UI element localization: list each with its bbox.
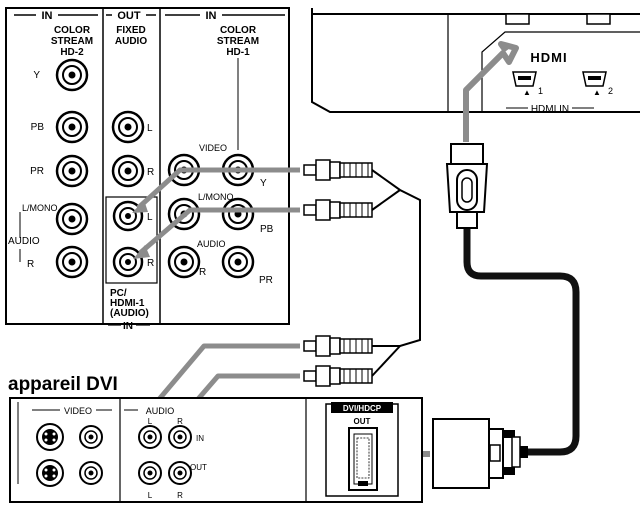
jack-hd2-pb[interactable] xyxy=(55,110,89,144)
jack-pc-audio-l[interactable] xyxy=(112,200,144,232)
jack-audio-r-right[interactable] xyxy=(167,245,201,279)
dvi-plug xyxy=(432,418,528,489)
rca-plug-bottom-2 xyxy=(303,365,373,387)
dvi-out-label: OUT xyxy=(354,417,371,426)
dvi-port[interactable] xyxy=(348,427,378,491)
audio-out-l-jack[interactable] xyxy=(138,461,162,485)
hdmi-logo: HDMI xyxy=(530,50,567,65)
hdmi-port-1[interactable] xyxy=(512,71,537,87)
hdmi-dvi-cable xyxy=(432,143,580,489)
rca-plug-top-2 xyxy=(303,199,373,221)
label-fixed-l: L xyxy=(147,123,153,134)
device-audio-l-top: L xyxy=(148,417,153,426)
hdmi-panel: HDMI ▲ 1 ▲ 2 HDMI IN xyxy=(311,8,640,115)
jack-hd2-pr[interactable] xyxy=(55,154,89,188)
dvi-hdcp-label: DVI/HDCP xyxy=(343,404,382,413)
label-pc-audio-r: R xyxy=(147,258,154,269)
hd2-title-2: STREAM xyxy=(51,36,93,47)
label-pr-right: PR xyxy=(259,275,273,286)
hdmi-port-1-arrow: ▲ xyxy=(523,88,531,97)
fixed-audio-title-2: AUDIO xyxy=(115,36,147,47)
label-r-right: R xyxy=(199,267,206,278)
fixed-audio-header: OUT xyxy=(117,10,141,22)
hd2-title-3: HD-2 xyxy=(60,47,84,58)
pc-hdmi-label-1: PC/ xyxy=(110,288,127,299)
jack-pc-audio-r[interactable] xyxy=(112,246,144,278)
arrow-rca-to-pc-r xyxy=(138,207,300,255)
device-audio-r-bottom: R xyxy=(177,491,183,500)
label-audio-right: AUDIO xyxy=(197,239,226,249)
jack-fixed-audio-r[interactable] xyxy=(111,154,145,188)
hdmi-port-2[interactable] xyxy=(582,71,607,87)
hdmi-in-label: HDMI IN xyxy=(531,104,569,115)
label-r-left: R xyxy=(27,259,34,270)
label-pr-left: PR xyxy=(30,166,44,177)
device-in-label: IN xyxy=(196,434,204,443)
label-pb-left: PB xyxy=(31,122,45,133)
dvi-device-panel: VIDEO AUDIO L R IN OUT L R DVI/HDCP xyxy=(9,397,423,503)
jack-audio-l-left[interactable] xyxy=(55,202,89,236)
hdmi-port-2-arrow: ▲ xyxy=(593,88,601,97)
hdmi-port-1-label: 1 xyxy=(538,86,543,96)
tv-back-panel: IN OUT IN COLOR STREAM HD-2 FIXED AUDIO … xyxy=(5,7,290,332)
arrow-rca-to-pc-l-head xyxy=(132,200,148,213)
pc-hdmi-label-2: HDMI-1 xyxy=(110,298,145,309)
rca-plug-bottom-1 xyxy=(303,335,373,357)
device-out-label: OUT xyxy=(190,463,207,472)
audio-in-l-jack[interactable] xyxy=(138,425,162,449)
fixed-audio-title-1: FIXED xyxy=(116,25,145,36)
device-audio-label: AUDIO xyxy=(146,406,175,416)
label-video: VIDEO xyxy=(199,143,227,153)
jack-hd2-y[interactable] xyxy=(55,58,89,92)
label-pc-audio-l: L xyxy=(147,212,153,223)
video-in-jack[interactable] xyxy=(79,425,103,449)
hd1-title-3: HD-1 xyxy=(226,47,250,58)
audio-out-r-jack[interactable] xyxy=(168,461,192,485)
pc-hdmi-label-3: (AUDIO) xyxy=(110,308,149,319)
label-fixed-r: R xyxy=(147,167,154,178)
device-audio-l-bottom: L xyxy=(148,491,153,500)
device-video-label: VIDEO xyxy=(64,406,92,416)
hd2-header: IN xyxy=(42,10,53,22)
label-lmono-right: L/MONO xyxy=(198,192,234,202)
jack-hd1-pr[interactable] xyxy=(221,245,255,279)
hd2-title-1: COLOR xyxy=(54,25,91,36)
label-y-right: Y xyxy=(260,178,267,189)
hd1-title-1: COLOR xyxy=(220,25,257,36)
hdmi-port-2-label: 2 xyxy=(608,86,613,96)
rca-plug-top-1 xyxy=(303,159,373,181)
svideo-out-jack[interactable] xyxy=(36,459,64,487)
rca-audio-cable xyxy=(303,159,421,387)
jack-audio-r-left[interactable] xyxy=(55,245,89,279)
jack-fixed-audio-l[interactable] xyxy=(111,110,145,144)
arrow-rca-to-pc-l xyxy=(136,167,300,210)
hd1-header: IN xyxy=(206,10,217,22)
jack-hd1-pb[interactable] xyxy=(221,197,255,231)
arrow-hdmi-to-port xyxy=(463,41,519,142)
pc-hdmi-label-4: IN xyxy=(123,321,133,332)
label-lmono-left: L/MONO xyxy=(22,203,58,213)
hdmi-plug xyxy=(445,143,489,229)
arrow-rca-to-pc-r-head xyxy=(133,245,150,259)
label-audio-left: AUDIO xyxy=(8,236,40,247)
hd1-title-2: STREAM xyxy=(217,36,259,47)
label-pb-right: PB xyxy=(260,224,274,235)
label-y-left: Y xyxy=(33,70,40,81)
video-out-jack[interactable] xyxy=(79,461,103,485)
svideo-in-jack[interactable] xyxy=(36,423,64,451)
audio-in-r-jack[interactable] xyxy=(168,425,192,449)
device-audio-r-top: R xyxy=(177,417,183,426)
device-title: appareil DVI xyxy=(8,374,118,395)
